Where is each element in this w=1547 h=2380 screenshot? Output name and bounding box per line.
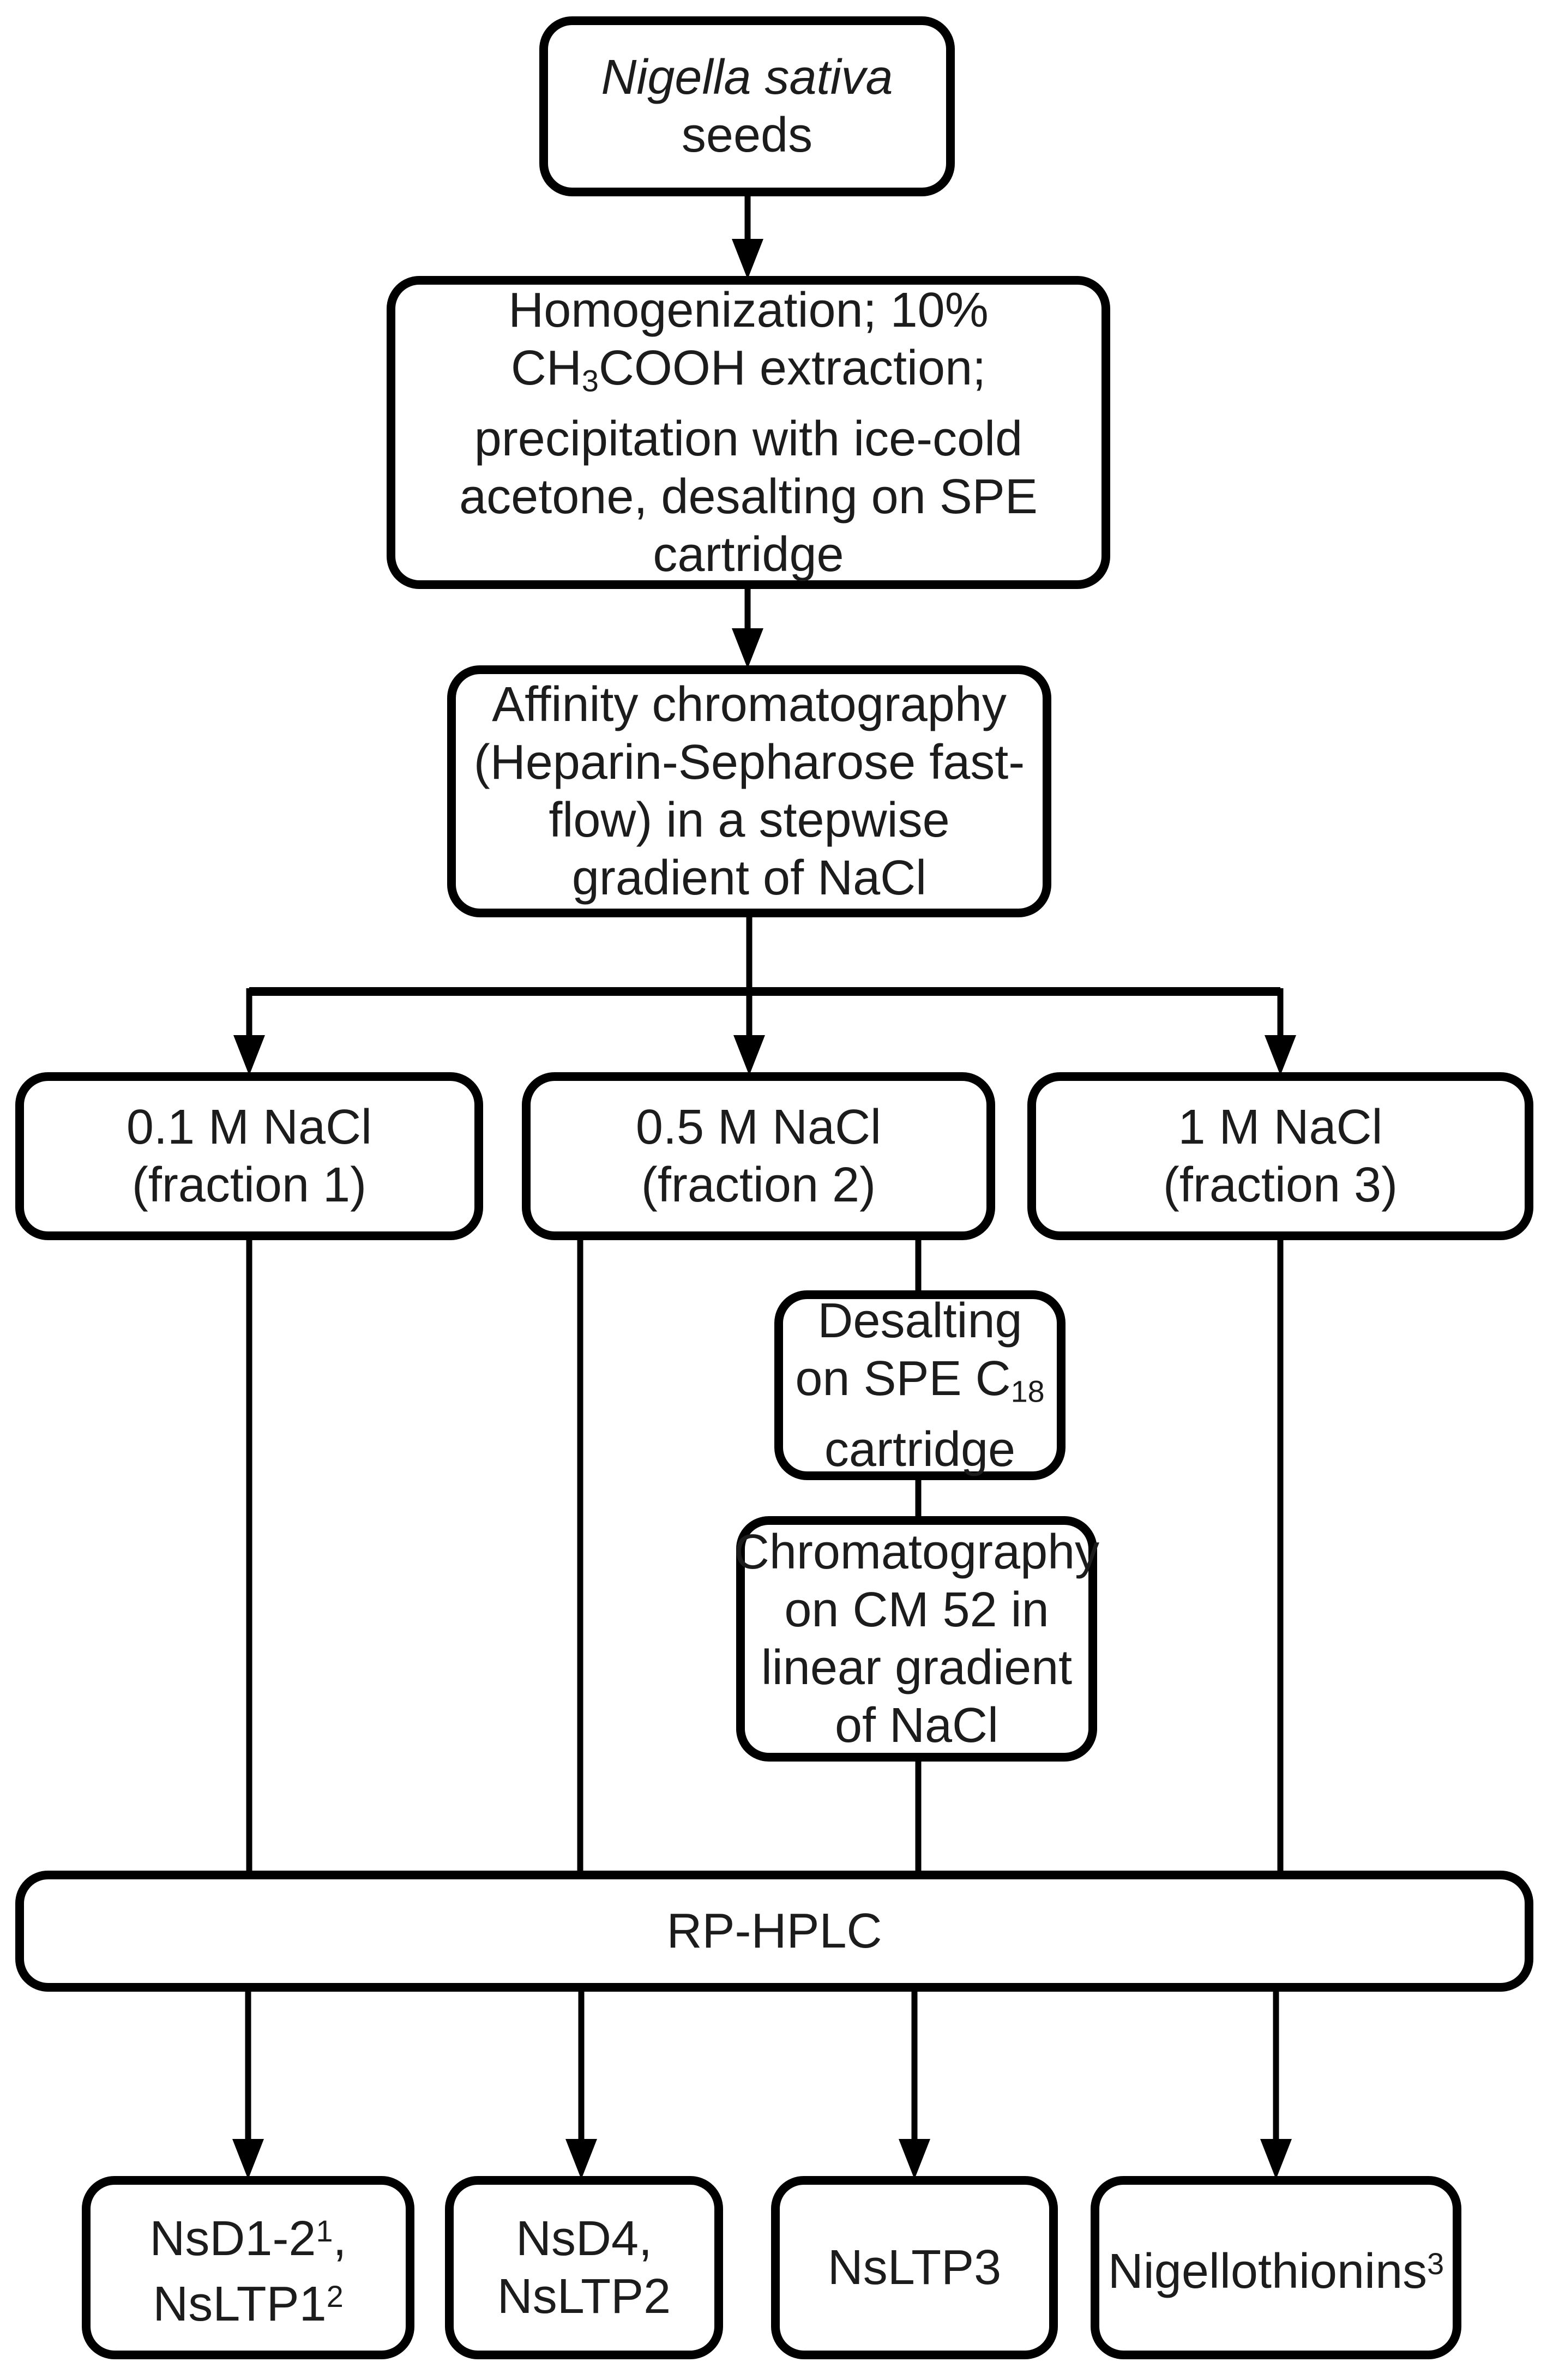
node-fraction-1-01m-nacl: 0.1 M NaCl(fraction 1) [15,1072,483,1240]
arrowhead-nsltp3 [899,2139,930,2179]
arrowhead-fraction3 [1265,1035,1296,1075]
node-result-nsd12-nsltp1: NsD1-21,NsLTP12 [82,2176,414,2359]
node-result-nsltp3: NsLTP3 [771,2176,1058,2359]
arrowhead-nsd12 [232,2139,264,2179]
node-result-nigellothionins: Nigellothionins3 [1091,2176,1461,2359]
arrowhead-homogenization [732,239,763,279]
arrowhead-affinity [732,628,763,669]
node-rp-hplc: RP-HPLC [15,1871,1533,1992]
arrowhead-nsd4 [565,2139,597,2179]
node-fraction-3-1m-nacl: 1 M NaCl(fraction 3) [1027,1072,1533,1240]
node-affinity-chromatography: Affinity chromatography(Heparin-Sepharos… [447,665,1051,917]
node-fraction-2-05m-nacl: 0.5 M NaCl(fraction 2) [522,1072,995,1240]
arrowhead-nigellothionins [1260,2139,1292,2179]
arrowhead-fraction1 [233,1035,265,1075]
arrowhead-fraction2 [733,1035,765,1075]
node-homogenization-extraction: Homogenization; 10%CH3COOH extraction;pr… [387,276,1110,589]
node-result-nsd4-nsltp2: NsD4,NsLTP2 [445,2176,723,2359]
